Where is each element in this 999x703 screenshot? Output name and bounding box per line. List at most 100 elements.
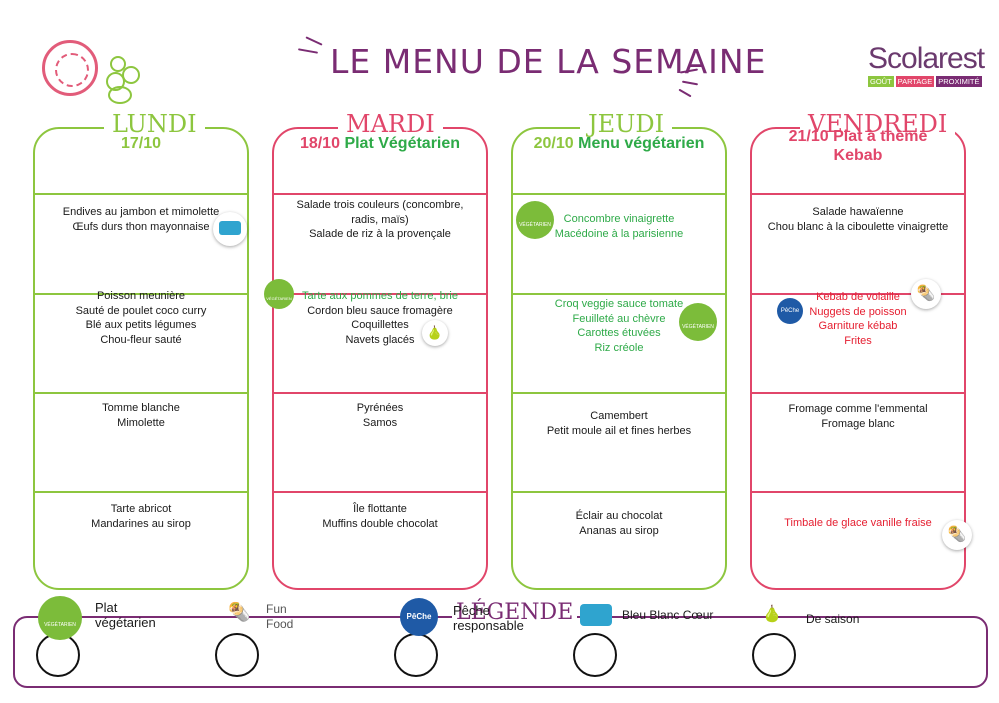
day-name-vendredi: VENDREDI [800,110,956,138]
lundi-mains: Poisson meunière Sauté de poulet coco cu… [33,289,249,347]
lundi-desserts: Tarte abricot Mandarines au sirop [33,502,249,531]
menu-item: Tarte aux pommes de terre, brie [302,290,458,302]
theme-text-2: Kebab [833,147,883,164]
legend-label-seasonal: De saison [806,612,860,626]
plate-decoration-icon [42,40,98,96]
legend-checkbox-seasonal[interactable] [752,633,796,677]
scolarest-logo: Scolarest GOÛT PARTAGE PROXIMITÉ [868,42,985,87]
bleu-blanc-coeur-icon [213,212,247,246]
fun-food-icon: 🌯 [942,520,972,550]
menu-item: Kebab de volaille [816,291,900,303]
theme-text: Menu végétarien [578,135,705,152]
legend-checkbox-fun-food[interactable] [215,633,259,677]
peche-responsable-icon: PêChe [400,598,438,636]
logo-tag-gout: GOÛT [868,76,894,87]
theme-text: Plat Végétarien [344,135,461,152]
menu-item: Navets glacés [345,333,415,346]
menu-item: Muffins double chocolat [322,517,438,530]
logo-wordmark: Scolarest [868,42,985,75]
menu-item: Tarte abricot [110,503,172,515]
fun-food-icon: 🌯 [228,602,251,622]
date-text: 18/10 [299,135,340,152]
seasonal-icon: 🍐 [422,320,448,346]
menu-item: Sauté de poulet coco curry [75,304,207,317]
logo-tag-proximite: PROXIMITÉ [936,76,982,87]
menu-item: Carottes étuvées [577,327,661,339]
jeudi-desserts: Éclair au chocolat Ananas au sirop [511,509,727,538]
jeudi-starters: Concombre vinaigrette Macédoine à la par… [511,212,727,241]
menu-item: Pyrénées [356,402,404,414]
day-name-mardi: MARDI [338,110,443,138]
vendredi-desserts: Timbale de glace vanille fraise [750,516,966,531]
menu-item: Œufs durs thon mayonnaise [72,220,210,233]
vendredi-starters: Salade hawaïenne Chou blanc à la ciboule… [750,205,966,234]
menu-item: Croq veggie sauce tomate [554,298,684,310]
menu-item: Éclair au chocolat [575,510,663,522]
menu-item: Fromage comme l'emmental [788,403,928,415]
legend-checkbox-peche[interactable] [394,633,438,677]
day-date-mardi: 18/10 Plat Végétarien [272,135,488,153]
day-name-jeudi: JEUDI [580,110,673,138]
menu-item: Fromage blanc [821,417,895,430]
menu-item: Feuilleté au chèvre [572,312,666,325]
day-name-lundi: LUNDI [104,110,205,138]
menu-item: Camembert [590,410,648,422]
menu-item: Ananas au sirop [579,524,659,537]
mardi-starters: Salade trois couleurs (concombre, radis,… [272,198,488,242]
legend-checkbox-bleu-blanc-coeur[interactable] [573,633,617,677]
menu-item: Timbale de glace vanille fraise [784,517,932,529]
menu-item: Blé aux petits légumes [85,319,197,331]
vegetarian-icon: VÉGÉTARIEN [516,201,554,239]
vegetarian-icon: VÉGÉTARIEN [38,596,82,640]
menu-item: Garniture kébab [818,320,898,332]
menu-item: Tomme blanche [102,402,180,414]
vegetarian-icon: VÉGÉTARIEN [679,303,717,341]
menu-item: Concombre vinaigrette [563,213,675,225]
fun-food-icon: 🌯 [911,279,941,309]
menu-item: Salade de riz à la provençale [309,228,451,240]
menu-item: Poisson meunière [96,290,186,302]
vendredi-cheese: Fromage comme l'emmental Fromage blanc [750,402,966,431]
menu-item: Riz créole [594,341,644,354]
date-text: 21/10 [788,128,829,145]
legend-checkbox-vegetarian[interactable] [36,633,80,677]
day-date-vendredi: 21/10 Plat à thème Kebab [750,127,966,165]
vegetarian-icon: VÉGÉTARIEN [264,279,294,309]
lundi-starters: Endives au jambon et mimolette Œufs durs… [33,205,249,234]
menu-item: Frites [844,334,872,347]
menu-item: Salade trois couleurs (concombre, [296,199,464,211]
day-date-lundi: 17/10 [120,135,162,152]
menu-item: Macédoine à la parisienne [554,227,684,240]
legend-title: LÉGENDE [452,600,578,625]
jeudi-mains: Croq veggie sauce tomate Feuilleté au ch… [511,297,727,355]
menu-item: radis, maïs) [351,213,409,226]
logo-tag-partage: PARTAGE [895,76,935,87]
menu-item: Chou blanc à la ciboulette vinaigrette [767,220,949,233]
mardi-mains: Tarte aux pommes de terre, brie Cordon b… [272,289,488,347]
menu-item: Salade hawaïenne [812,206,904,218]
day-date-jeudi: 20/10 Menu végétarien [511,135,727,153]
menu-item: Mandarines au sirop [91,517,191,530]
menu-item: Coquillettes [351,319,409,331]
mardi-desserts: Île flottante Muffins double chocolat [272,502,488,531]
vendredi-mains: Kebab de volaille Nuggets de poisson Gar… [750,290,966,348]
menu-item: Chou-fleur sauté [100,333,182,346]
peche-responsable-icon: PêChe [777,298,803,324]
menu-item: Samos [362,416,398,429]
theme-text: Plat à thème [833,128,928,145]
lundi-cheese: Tomme blanche Mimolette [33,401,249,430]
menu-item: Nuggets de poisson [809,305,907,318]
bleu-blanc-coeur-icon [580,604,612,626]
mardi-cheese: Pyrénées Samos [272,401,488,430]
menu-item: Endives au jambon et mimolette [62,206,220,218]
jeudi-cheese: Camembert Petit moule ail et fines herbe… [511,409,727,438]
seasonal-icon: 🍐 [762,606,782,623]
menu-item: Petit moule ail et fines herbes [546,424,692,437]
page-title: LE MENU DE LA SEMAINE [330,42,767,81]
date-text: 20/10 [533,135,574,152]
menu-item: Cordon bleu sauce fromagère [307,304,453,317]
menu-item: Mimolette [117,416,165,429]
